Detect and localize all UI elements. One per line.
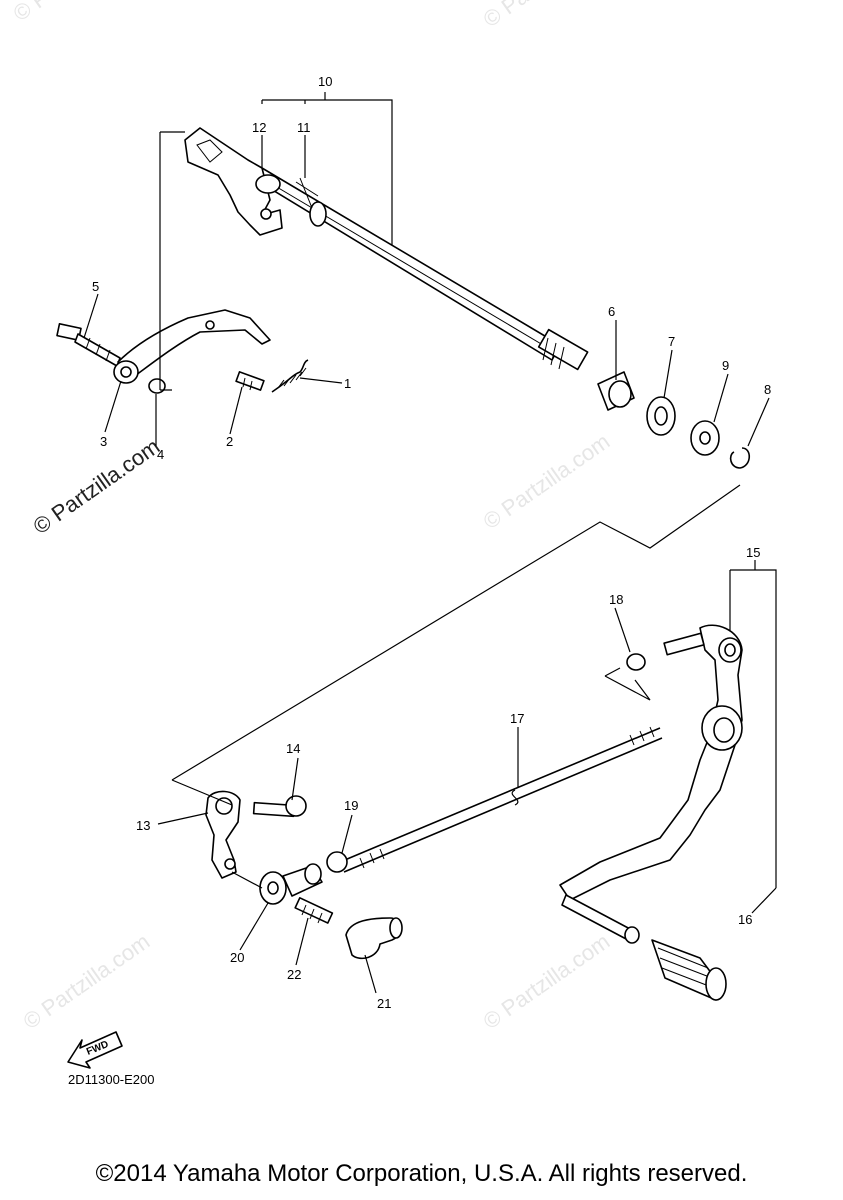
callout-8: 8 bbox=[764, 382, 771, 397]
callout-2: 2 bbox=[226, 434, 233, 449]
callout-11: 11 bbox=[297, 120, 311, 135]
leader-7 bbox=[663, 349, 673, 399]
boundary-lower-left bbox=[171, 779, 263, 889]
callout-9: 9 bbox=[722, 358, 729, 373]
leader-22 bbox=[295, 917, 309, 966]
shift-shaft bbox=[184, 127, 589, 371]
boundary-upper-left bbox=[159, 131, 185, 391]
callout-10: 10 bbox=[318, 74, 332, 89]
callout-15: 15 bbox=[746, 545, 760, 560]
leader-18 bbox=[614, 607, 631, 653]
callout-20: 20 bbox=[230, 950, 244, 965]
boundary-lower-right bbox=[604, 667, 651, 701]
shaft-end-parts bbox=[597, 371, 751, 469]
callout-5: 5 bbox=[92, 279, 99, 294]
leader-8 bbox=[747, 397, 770, 447]
callout-6: 6 bbox=[608, 304, 615, 319]
callout-3: 3 bbox=[100, 434, 107, 449]
fwd-arrow-icon: FWD bbox=[67, 1031, 123, 1069]
shift-pedal bbox=[559, 624, 743, 1001]
callout-7: 7 bbox=[668, 334, 675, 349]
shift-rod bbox=[339, 726, 663, 873]
shift-arm bbox=[205, 790, 307, 879]
leader-13 bbox=[157, 812, 209, 825]
callout-4: 4 bbox=[157, 447, 164, 462]
callout-22: 22 bbox=[287, 967, 301, 982]
watermark-faint: © Partzilla.com bbox=[9, 0, 145, 26]
watermark-main: © Partzilla.com bbox=[29, 434, 165, 540]
cover-and-bolt bbox=[294, 897, 403, 960]
leader-5 bbox=[83, 293, 99, 339]
collar-4 bbox=[148, 378, 166, 394]
leader-2 bbox=[229, 386, 243, 435]
leader-1 bbox=[299, 377, 343, 384]
callout-19: 19 bbox=[344, 798, 358, 813]
nut-19 bbox=[326, 851, 348, 873]
callout-21: 21 bbox=[377, 996, 391, 1011]
drawing-code: 2D11300-E200 bbox=[68, 1072, 155, 1087]
leader-14 bbox=[291, 757, 299, 801]
callout-16: 16 bbox=[738, 912, 752, 927]
leader-19 bbox=[341, 814, 353, 854]
boundary-diag bbox=[171, 484, 741, 781]
nut-18 bbox=[626, 653, 646, 671]
spring-and-bolt bbox=[235, 359, 309, 393]
callout-1: 1 bbox=[344, 376, 351, 391]
callout-14: 14 bbox=[286, 741, 300, 756]
leader-20 bbox=[239, 902, 269, 951]
rod-joint-front bbox=[259, 851, 348, 905]
watermark-faint: © Partzilla.com bbox=[479, 429, 615, 535]
leader-9 bbox=[713, 373, 729, 423]
callout-17: 17 bbox=[510, 711, 524, 726]
leader-21 bbox=[364, 954, 377, 994]
leader-16 bbox=[751, 887, 777, 914]
watermark-faint: © Partzilla.com bbox=[19, 929, 155, 1035]
leader-3 bbox=[104, 380, 122, 433]
callout-18: 18 bbox=[609, 592, 623, 607]
bracket-10 bbox=[261, 92, 393, 250]
callout-numbers: 10 12 11 5 1 3 2 4 6 7 9 8 15 18 17 14 1… bbox=[92, 74, 771, 1011]
copyright-notice: ©2014 Yamaha Motor Corporation, U.S.A. A… bbox=[95, 1160, 748, 1187]
watermark-faint: © Partzilla.com bbox=[479, 0, 615, 32]
callout-12: 12 bbox=[252, 120, 266, 135]
stopper-lever bbox=[56, 309, 271, 394]
callout-13: 13 bbox=[136, 818, 150, 833]
watermark-faint: © Partzilla.com bbox=[479, 929, 615, 1035]
